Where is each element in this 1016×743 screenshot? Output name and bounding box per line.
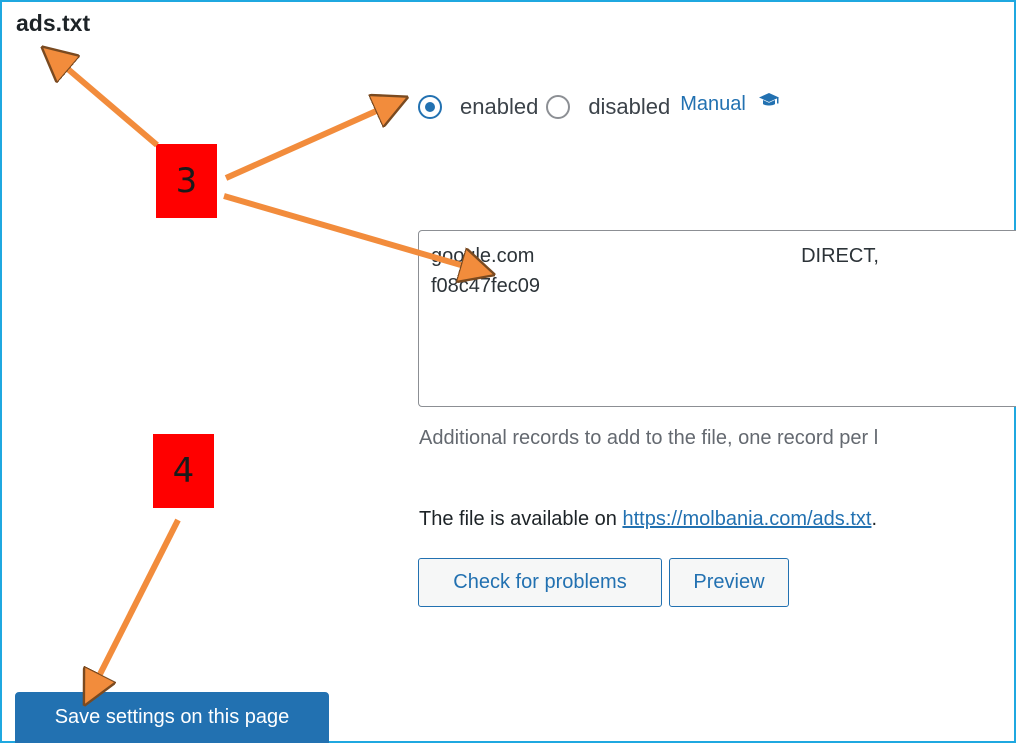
availability-prefix: The file is available on	[419, 508, 623, 530]
disabled-radio[interactable]	[546, 95, 571, 119]
enabled-label[interactable]: enabled	[460, 94, 539, 119]
annotation-badge-4: 4	[153, 434, 214, 508]
arrow-to-save	[92, 518, 181, 690]
disabled-label[interactable]: disabled	[588, 94, 671, 119]
records-help-text: Additional records to add to the file, o…	[419, 427, 879, 449]
annotation-badge-3: 3	[156, 144, 217, 218]
check-for-problems-button[interactable]: Check for problems	[418, 558, 662, 607]
additional-records-textarea[interactable]: google.com DIRECT, f08c47fec09	[418, 230, 1016, 407]
save-settings-button[interactable]: Save settings on this page	[15, 692, 329, 743]
manual-link[interactable]: Manual	[680, 92, 746, 115]
enabled-radio[interactable]	[418, 95, 442, 119]
section-title: ads.txt	[16, 10, 91, 36]
file-availability-text: The file is available on https://molbani…	[419, 508, 877, 531]
preview-button[interactable]: Preview	[669, 558, 789, 607]
graduation-cap-icon[interactable]	[758, 88, 780, 114]
ads-txt-url-link[interactable]: https://molbania.com/ads.txt	[622, 508, 872, 530]
status-radio-group: enabled disabled Manual	[418, 92, 780, 120]
arrow-to-radio	[224, 104, 392, 181]
arrow-to-title	[55, 58, 159, 148]
availability-suffix: .	[871, 508, 878, 530]
